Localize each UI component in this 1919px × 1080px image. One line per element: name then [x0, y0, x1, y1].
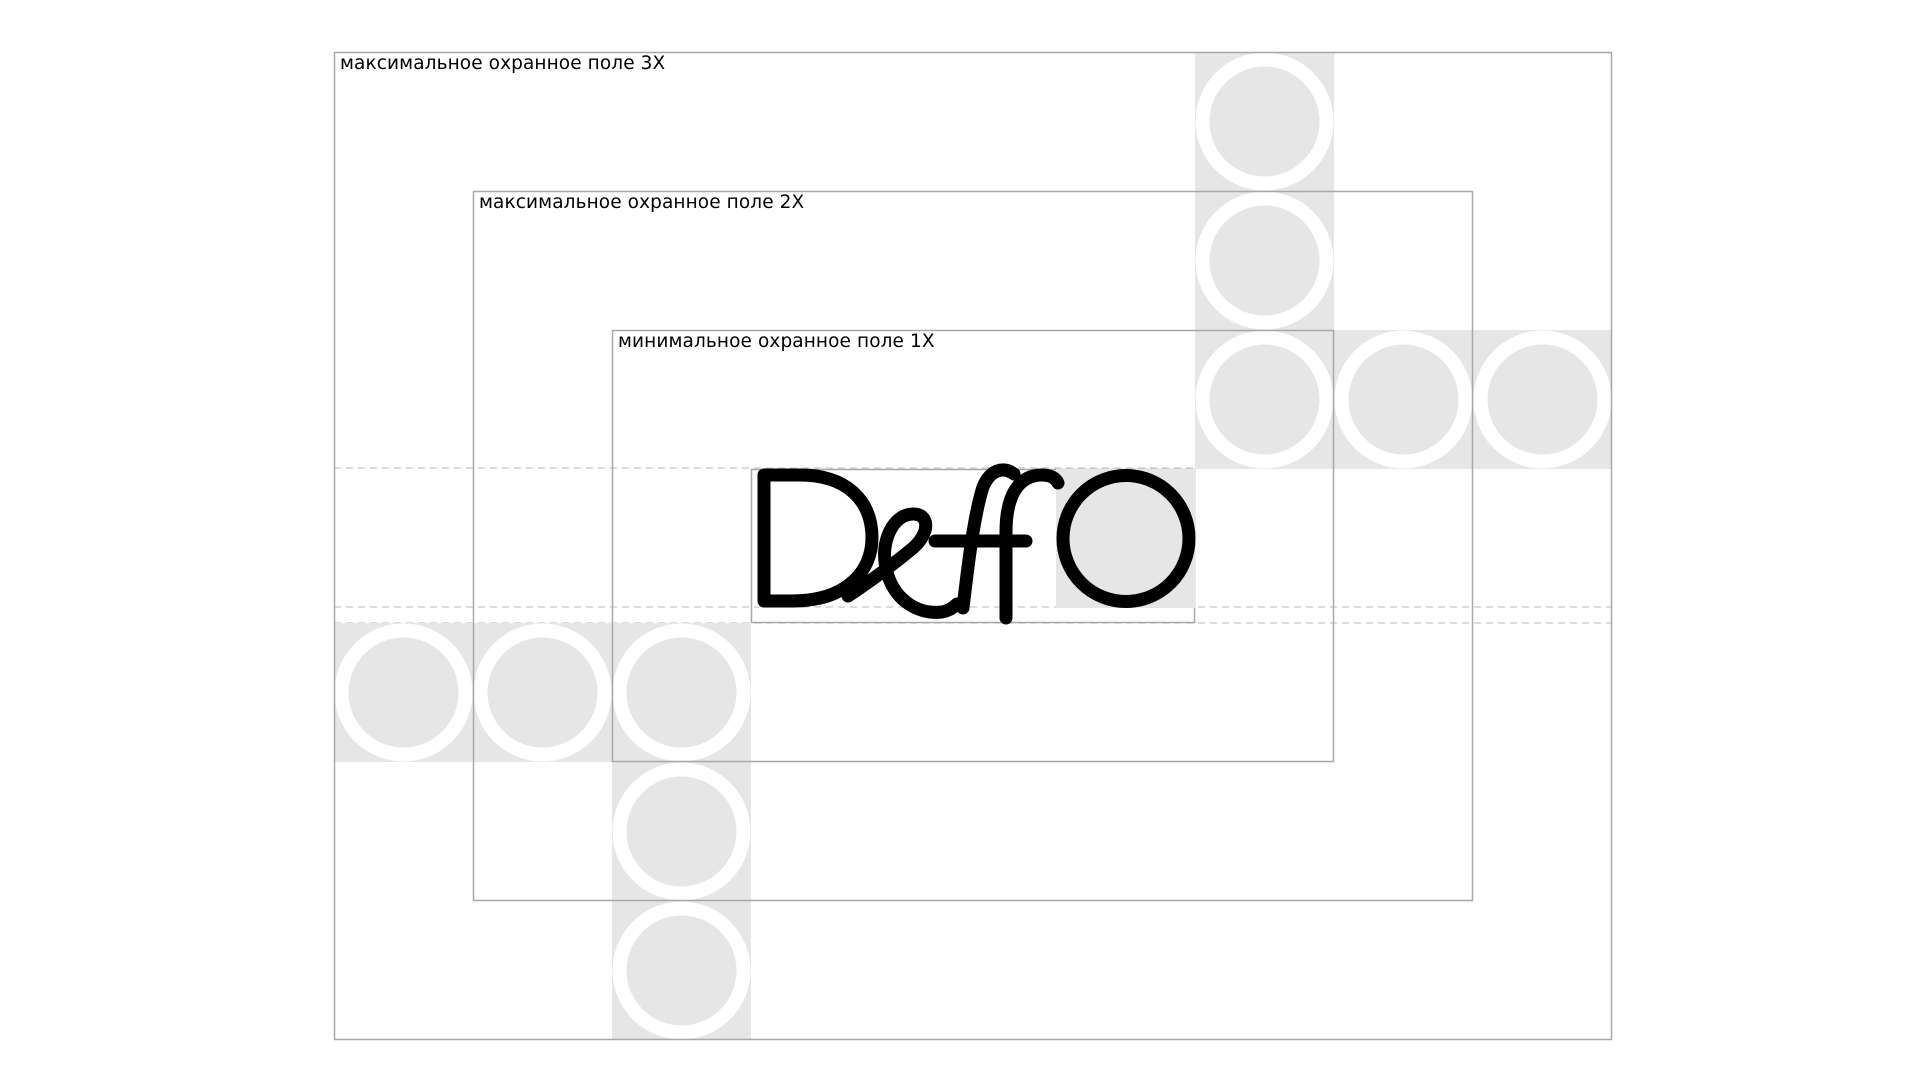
circle-module-icon: [1473, 330, 1612, 469]
logo-letter-f2: [999, 468, 1065, 625]
zone-frames: [333, 51, 1613, 1041]
zone-frame-3x: [333, 51, 1613, 1041]
circle-module-icons: [334, 52, 1612, 1040]
circle-module-icon: [334, 623, 473, 762]
logo-letter-f1: [956, 463, 1021, 615]
circle-module-icon: [1195, 330, 1334, 469]
circle-module-icon: [473, 623, 612, 762]
circle-module-icon: [1334, 330, 1473, 469]
zone-label-1x: минимальное охранное поле 1X: [618, 331, 935, 352]
circle-module-icon: [1195, 52, 1334, 191]
zone-label-3x: максимальное охранное поле 3X: [340, 53, 666, 74]
deffo-wordmark: [757, 463, 1196, 625]
logo-letter-e: [841, 507, 964, 619]
zone-frame-2x: [472, 190, 1474, 902]
circle-module-icon: [612, 762, 751, 901]
circle-module-icon: [612, 901, 751, 1040]
logo-letter-o: [1056, 469, 1196, 608]
zone-label-2x: максимальное охранное поле 2X: [479, 192, 805, 213]
circle-module-icon: [1195, 191, 1334, 330]
circle-module-icon: [612, 623, 751, 762]
zone-frame-1x: [611, 329, 1335, 763]
logo-letter-d: [757, 468, 879, 608]
